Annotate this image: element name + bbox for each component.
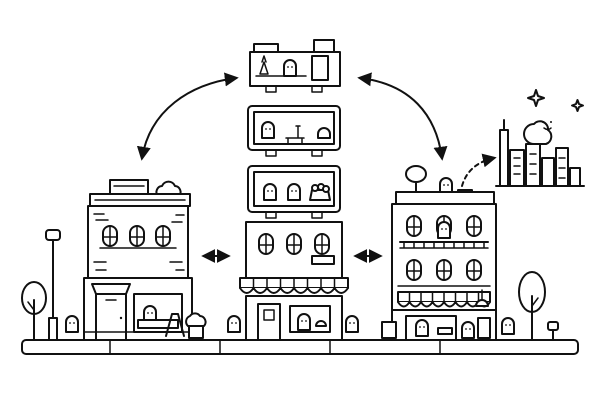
city-skyline-icon bbox=[495, 119, 585, 187]
pedestrian-character bbox=[501, 317, 515, 335]
balcony-railing bbox=[399, 241, 489, 249]
sparkle-icon bbox=[571, 99, 584, 112]
cafe-building bbox=[391, 165, 497, 341]
sparkle-icon bbox=[527, 89, 545, 107]
curved-arrow-left bbox=[136, 72, 239, 161]
window-icon bbox=[155, 225, 171, 247]
resident-character bbox=[287, 183, 301, 201]
window-icon bbox=[466, 215, 482, 237]
sandwich-sign-icon bbox=[165, 313, 185, 337]
window-icon bbox=[406, 215, 422, 237]
curved-arrow-right bbox=[357, 72, 448, 161]
shopkeeper-character bbox=[297, 313, 311, 331]
resident-character bbox=[437, 221, 451, 239]
pedestrian-character bbox=[65, 315, 79, 333]
window-icon bbox=[406, 259, 422, 281]
door-awning bbox=[91, 283, 131, 295]
sandwich-sign-icon bbox=[477, 317, 491, 339]
plant-icon bbox=[259, 55, 269, 75]
barista-character bbox=[415, 319, 429, 337]
window-icon bbox=[314, 233, 330, 255]
tree-icon bbox=[21, 281, 47, 341]
hanging-lamp-icon bbox=[475, 289, 489, 307]
window-icon bbox=[258, 233, 274, 255]
brick-shop-building bbox=[83, 179, 193, 341]
plant-icon bbox=[317, 127, 331, 139]
rooftop-bush-icon bbox=[155, 180, 182, 197]
smiling-cloud-icon bbox=[523, 120, 553, 145]
window-icon bbox=[286, 233, 302, 255]
dashed-arrow-to-city bbox=[461, 153, 497, 187]
planter-box bbox=[311, 255, 335, 265]
customer-character bbox=[461, 321, 475, 339]
resident-character bbox=[263, 183, 277, 201]
rooftop-tree-icon bbox=[405, 165, 427, 183]
window-icon bbox=[466, 259, 482, 281]
trash-bin-icon bbox=[381, 321, 397, 339]
window-icon bbox=[102, 225, 118, 247]
sidewalk bbox=[21, 339, 579, 355]
window-icon bbox=[129, 225, 145, 247]
potted-plant-icon bbox=[185, 312, 207, 339]
window-icon bbox=[436, 259, 452, 281]
resident-character bbox=[261, 121, 275, 139]
tree-icon bbox=[518, 271, 546, 341]
mailbox-icon bbox=[547, 321, 559, 341]
modular-tower-building bbox=[239, 39, 349, 341]
resident-character bbox=[283, 59, 297, 77]
street-lamp bbox=[45, 229, 61, 341]
desk-icon bbox=[285, 125, 305, 145]
pedestrian-character bbox=[345, 315, 359, 333]
pedestrian-character bbox=[227, 315, 241, 333]
